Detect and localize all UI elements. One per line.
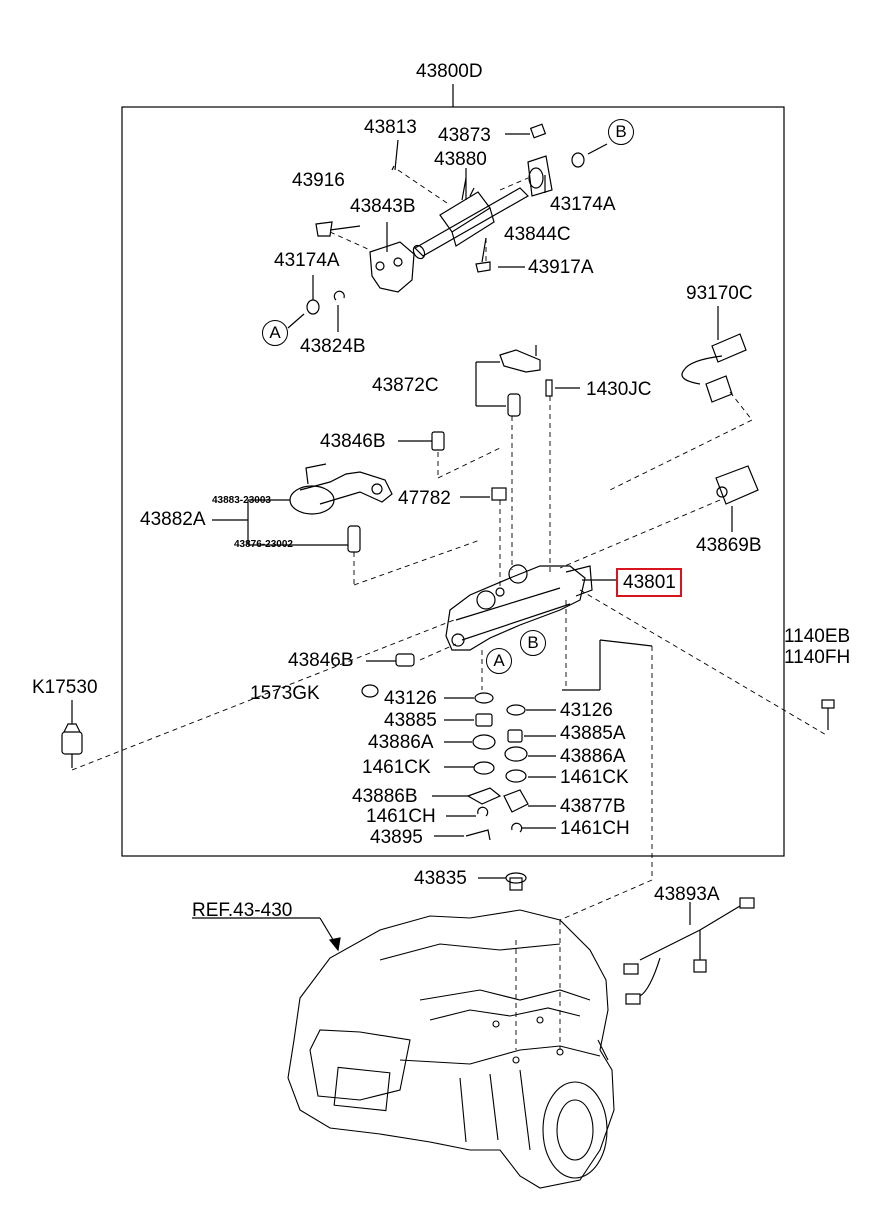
pin-part	[391, 139, 399, 171]
marker-b-body: B	[520, 630, 546, 656]
part-label-43813[interactable]: 43813	[364, 117, 417, 138]
sensor-pin-43872C	[507, 393, 521, 417]
pin-part-43876	[347, 525, 361, 553]
harness-part-43893A	[623, 897, 755, 1005]
part-label-1461CK-left[interactable]: 1461CK	[362, 757, 431, 778]
part-label-1430JC[interactable]: 1430JC	[586, 379, 652, 400]
oring-part-1573GK	[361, 684, 379, 698]
marker-a-body: A	[486, 648, 512, 674]
part-label-43844C[interactable]: 43844C	[504, 224, 571, 245]
bolt-part-1140EB	[821, 699, 835, 730]
part-label-47782[interactable]: 47782	[398, 488, 451, 509]
cap-part	[529, 123, 547, 139]
part-label-43835[interactable]: 43835	[414, 868, 467, 889]
part-label-43880[interactable]: 43880	[434, 149, 487, 170]
clip-part	[333, 290, 345, 301]
part-label-1461CH-right[interactable]: 1461CH	[560, 818, 630, 839]
part-label-43876-23002[interactable]: 43876-23002	[234, 539, 293, 550]
bolt-part-47782	[491, 487, 507, 501]
part-label-K17530[interactable]: K17530	[32, 677, 98, 698]
part-label-43174A-top[interactable]: 43174A	[550, 194, 616, 215]
bolt-part-43917A	[475, 237, 491, 273]
part-label-43801-highlighted[interactable]: 43801	[616, 568, 682, 597]
part-label-43895[interactable]: 43895	[370, 827, 423, 848]
plug-part-top	[431, 431, 445, 451]
part-label-43174A-left[interactable]: 43174A	[274, 250, 340, 271]
part-label-43126-left[interactable]: 43126	[384, 688, 437, 709]
transmission-case-outline	[287, 909, 615, 1189]
part-label-43872C[interactable]: 43872C	[372, 375, 439, 396]
shift-fork-bracket-part	[369, 241, 415, 293]
part-label-43886A-right[interactable]: 43886A	[560, 746, 626, 767]
part-label-43869B[interactable]: 43869B	[696, 535, 762, 556]
plug-part-43835	[505, 872, 527, 891]
part-label-43873[interactable]: 43873	[438, 125, 491, 146]
part-label-1461CK-right[interactable]: 1461CK	[560, 767, 629, 788]
reference-label[interactable]: REF.43-430	[192, 900, 293, 921]
part-label-43916[interactable]: 43916	[292, 170, 345, 191]
bushing-part-left	[306, 299, 320, 315]
sensor-part-K17530	[61, 723, 83, 768]
bolt-part-43916	[315, 221, 361, 237]
part-label-43824B[interactable]: 43824B	[300, 336, 366, 357]
part-label-43843B[interactable]: 43843B	[350, 196, 416, 217]
interlock-part	[527, 155, 553, 197]
part-label-43126-right[interactable]: 43126	[560, 700, 613, 721]
part-label-43877B[interactable]: 43877B	[560, 796, 626, 817]
lever-part-43882A	[289, 463, 393, 515]
part-label-43917A[interactable]: 43917A	[528, 257, 594, 278]
part-label-93170C[interactable]: 93170C	[686, 283, 753, 304]
switch-part-93170C	[681, 333, 747, 403]
part-label-43882A[interactable]: 43882A	[140, 509, 206, 530]
part-label-43846B-top[interactable]: 43846B	[320, 431, 386, 452]
assembly-frame	[121, 106, 785, 857]
part-label-1461CH-left[interactable]: 1461CH	[366, 806, 436, 827]
pin-part-1430JC	[545, 379, 553, 397]
bushing-part-top	[571, 152, 585, 168]
part-label-43886A-left[interactable]: 43886A	[368, 732, 434, 753]
marker-a-left: A	[262, 320, 288, 346]
marker-b-top: B	[608, 119, 634, 145]
part-label-1140EB[interactable]: 1140EB	[784, 626, 851, 647]
assembly-label: 43800D	[416, 61, 483, 82]
bracket-part-43872C	[499, 349, 541, 373]
part-label-1573GK[interactable]: 1573GK	[250, 683, 320, 704]
part-label-43885A[interactable]: 43885A	[560, 723, 626, 744]
switch-part-43869B	[715, 465, 759, 505]
part-label-43893A[interactable]: 43893A	[654, 884, 720, 905]
plug-part-low	[395, 653, 415, 667]
part-label-43886B[interactable]: 43886B	[352, 786, 418, 807]
part-label-43883-23003[interactable]: 43883-23003	[212, 495, 271, 506]
part-label-43885[interactable]: 43885	[384, 710, 437, 731]
housing-part-43801	[445, 564, 593, 651]
shift-shaft-part	[412, 177, 529, 260]
part-label-1140FH[interactable]: 1140FH	[784, 647, 851, 668]
part-label-43846B-low[interactable]: 43846B	[288, 650, 354, 671]
